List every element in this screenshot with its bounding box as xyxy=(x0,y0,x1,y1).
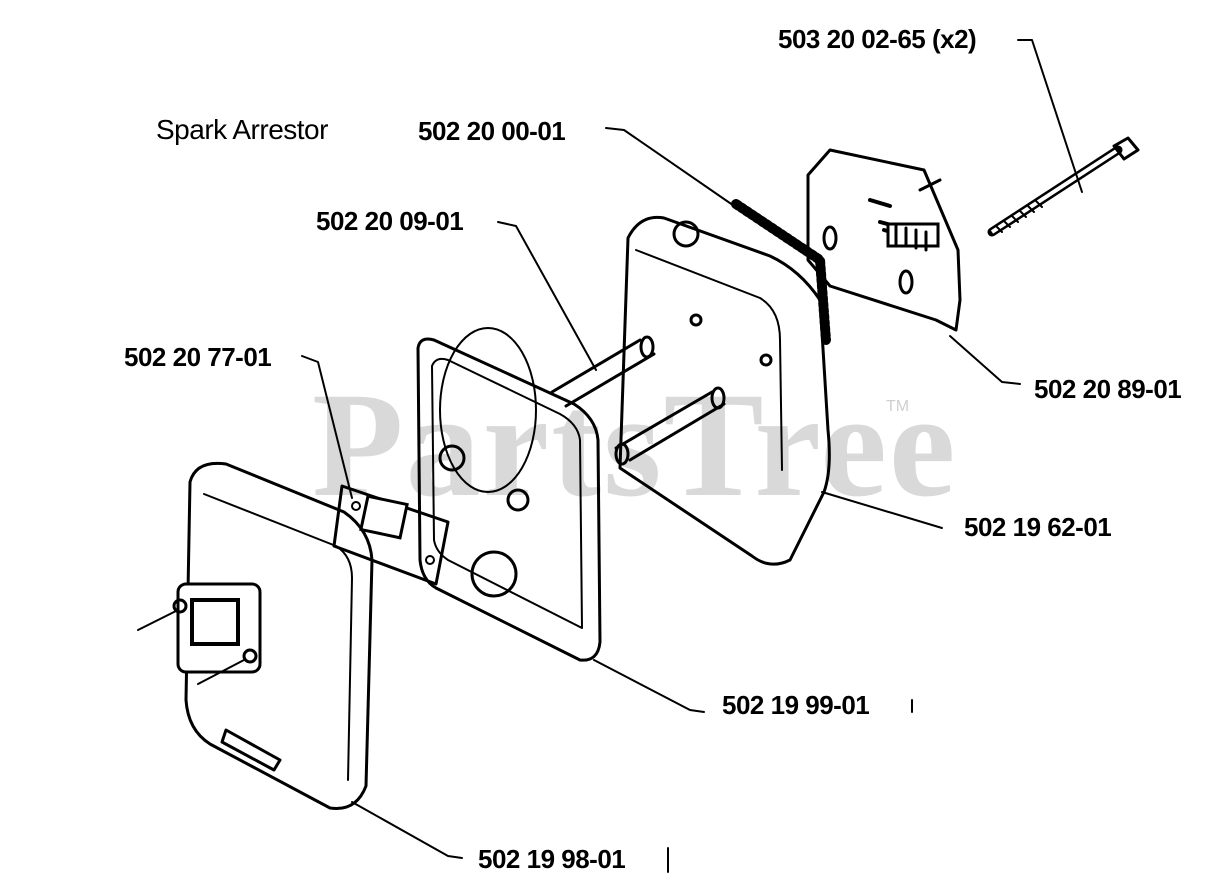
spacer-part xyxy=(550,335,726,466)
front-cover-part xyxy=(172,461,374,811)
gasket-part xyxy=(332,484,450,586)
leader-lines xyxy=(137,39,1083,873)
part-label-gasket: 502 20 77-01 xyxy=(124,342,272,372)
part-label-deflector: 502 20 89-01 xyxy=(1034,374,1182,404)
part-label-spacer: 502 20 09-01 xyxy=(316,206,464,236)
part-label-front-cover: 502 19 98-01 xyxy=(478,844,626,874)
part-label-plate: 502 19 99-01 xyxy=(722,690,870,720)
plate-part xyxy=(416,327,602,662)
part-label-rear-body: 502 19 62-01 xyxy=(964,512,1112,542)
trademark-mark: TM xyxy=(886,398,910,415)
bolt-part xyxy=(987,136,1140,237)
diagram-title: Spark Arrestor xyxy=(156,114,328,145)
part-label-screen: 502 20 00-01 xyxy=(418,116,566,146)
deflector-part xyxy=(806,148,962,332)
rear-body-part xyxy=(618,215,831,566)
part-label-bolt: 503 20 02-65 (x2) xyxy=(778,24,977,54)
screen-part xyxy=(731,199,831,345)
